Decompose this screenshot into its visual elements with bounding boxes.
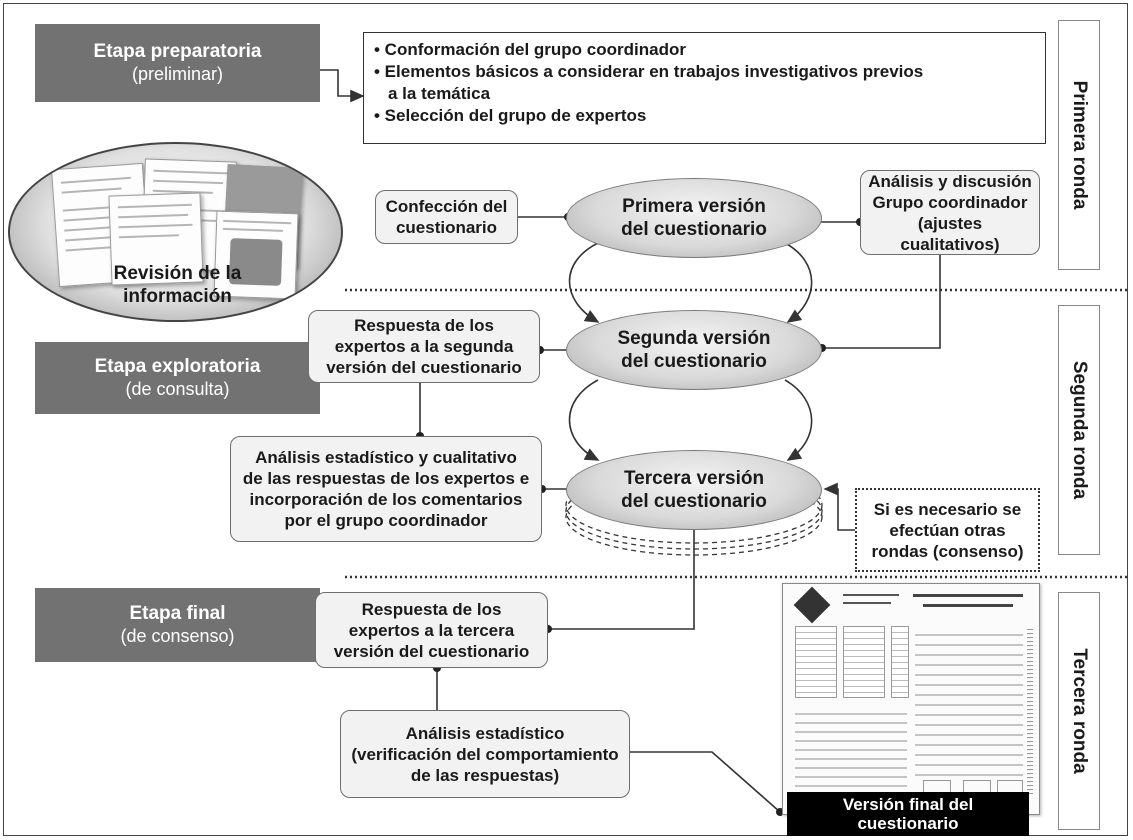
stage-final: Etapa final (de consenso) xyxy=(35,588,320,662)
stage-preparatory-title: Etapa preparatoria xyxy=(93,41,262,62)
version-line: del cuestionario xyxy=(621,491,767,512)
round-label-first: Primera ronda xyxy=(1058,20,1100,270)
box-line: Análisis y discusión xyxy=(868,171,1032,191)
round-label-text: Tercera ronda xyxy=(1069,648,1090,774)
v3-extra-round-ring-1 xyxy=(565,466,823,544)
v3-extra-round-ring-3 xyxy=(565,478,823,556)
curve-v1-v2-right xyxy=(784,242,813,323)
box-line: cuestionario xyxy=(395,218,498,237)
final-questionnaire-document xyxy=(782,583,1040,815)
second-response-box: Respuesta de los expertos a la segunda v… xyxy=(308,310,540,383)
box-line: por el grupo coordinador xyxy=(284,511,488,530)
box-line: versión del cuestionario xyxy=(333,641,530,661)
information-review-line1: Revisión de la xyxy=(113,263,242,284)
version-line: Primera versión xyxy=(622,196,766,217)
bullet-item: • Elementos básicos a considerar en trab… xyxy=(374,62,924,81)
stage-exploratory-subtitle: (de consulta) xyxy=(125,379,230,399)
final-version-line1: Versión final del xyxy=(842,795,974,814)
other-rounds-box: Si es necesario se efectúan otras rondas… xyxy=(855,488,1040,572)
box-line: (verificación del comportamiento xyxy=(351,744,619,764)
box-line: Si es necesario se xyxy=(873,499,1022,519)
connector-v3-resp3 xyxy=(548,528,695,630)
stage-exploratory-title: Etapa exploratoria xyxy=(94,356,261,377)
version-line: del cuestionario xyxy=(621,219,767,240)
connector-analisis-v2 xyxy=(822,255,941,349)
information-review-line2: información xyxy=(123,286,232,307)
box-line: rondas (consenso) xyxy=(871,541,1024,561)
preparation-bullets-box: • Conformación del grupo coordinador • E… xyxy=(363,32,1046,144)
box-line: efectúan otras xyxy=(889,520,1006,540)
stage-preparatory-subtitle: (preliminar) xyxy=(131,64,223,84)
third-response-box: Respuesta de los expertos a la tercera v… xyxy=(315,592,548,668)
box-line: de las respuestas de los expertos e xyxy=(242,469,530,488)
box-line: Análisis estadístico y cualitativo xyxy=(255,448,517,467)
connector-otras-v3 xyxy=(823,482,855,531)
box-line: expertos a la tercera xyxy=(348,620,515,640)
box-line: Respuesta de los xyxy=(361,599,502,619)
version-line: del cuestionario xyxy=(621,351,767,372)
connector-prep-to-bullets xyxy=(320,69,365,103)
curve-v2-v3-left xyxy=(568,379,600,461)
curve-v2-v3-right xyxy=(784,379,813,461)
box-line: Análisis estadístico xyxy=(405,723,565,743)
box-line: versión del cuestionario xyxy=(326,358,522,377)
box-line: (ajustes cualitativos) xyxy=(900,213,1000,254)
final-version-label: Versión final del cuestionario xyxy=(787,792,1029,836)
information-review-ellipse: Revisión de la información xyxy=(8,142,343,322)
final-version-line2: cuestionario xyxy=(857,814,959,833)
stage-preparatory: Etapa preparatoria (preliminar) xyxy=(35,24,320,102)
stage-final-subtitle: (de consenso) xyxy=(120,626,235,646)
diagram-frame xyxy=(3,3,1128,836)
third-version-ellipse: Tercera versión del cuestionario xyxy=(566,450,822,530)
stage-final-title: Etapa final xyxy=(129,603,226,624)
box-line: Respuesta de los xyxy=(354,316,494,335)
second-version-ellipse: Segunda versión del cuestionario xyxy=(566,310,822,390)
v3-extra-round-ring-2 xyxy=(565,472,823,550)
bullet-item: • Conformación del grupo coordinador xyxy=(374,40,686,59)
box-line: Grupo coordinador xyxy=(872,192,1028,212)
first-version-ellipse: Primera versión del cuestionario xyxy=(566,178,822,258)
bullet-item: a la temática xyxy=(388,84,491,103)
university-logo-icon xyxy=(793,586,831,624)
stage-exploratory: Etapa exploratoria (de consulta) xyxy=(35,342,320,414)
version-line: Tercera versión xyxy=(623,468,765,489)
version-line: Segunda versión xyxy=(617,328,771,349)
final-analysis-box: Análisis estadístico (verificación del c… xyxy=(340,710,630,798)
box-line: de las respuestas) xyxy=(410,765,560,785)
confeccion-box: Confección del cuestionario xyxy=(375,190,518,244)
round-label-second: Segunda ronda xyxy=(1058,305,1100,555)
round-label-third: Tercera ronda xyxy=(1058,592,1100,830)
box-line: incorporación de los comentarios xyxy=(249,490,523,509)
round-label-text: Primera ronda xyxy=(1069,80,1090,210)
information-review-label: Revisión de la información xyxy=(10,262,341,308)
round-label-text: Segunda ronda xyxy=(1069,360,1090,500)
coordinator-analysis-box: Análisis y discusión Grupo coordinador (… xyxy=(860,170,1040,255)
connector-analisis-final xyxy=(630,751,781,813)
box-line: expertos a la segunda xyxy=(334,337,514,356)
curve-v1-v2-left xyxy=(568,242,600,323)
statistical-analysis-box: Análisis estadístico y cualitativo de la… xyxy=(230,436,542,542)
box-line: Confección del xyxy=(385,197,508,216)
bullet-item: • Selección del grupo de expertos xyxy=(374,106,647,125)
